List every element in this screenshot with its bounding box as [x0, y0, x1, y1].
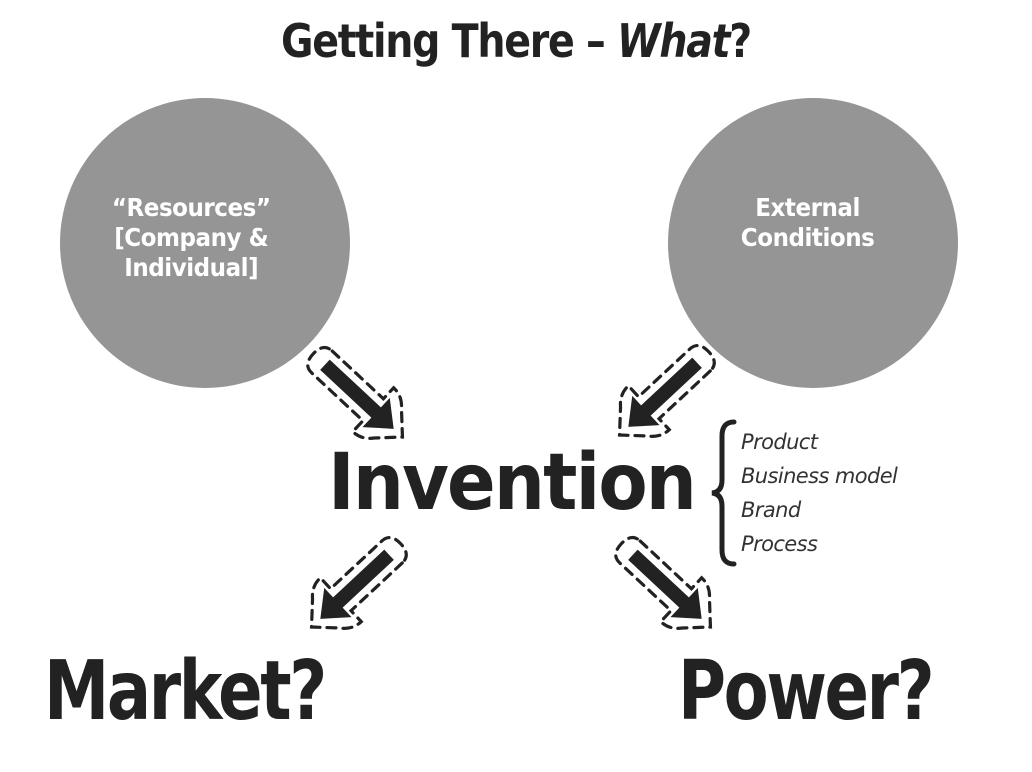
external-conditions-circle: External Conditions	[668, 98, 958, 388]
power-outcome-label: Power?	[678, 644, 935, 739]
facet-product: Product	[741, 430, 818, 454]
facet-process: Process	[741, 532, 818, 556]
resources-label-line-1: “Resources”	[111, 193, 271, 222]
facet-business-model: Business model	[741, 464, 898, 488]
title-emphasis: What	[617, 14, 731, 68]
resources-label-line-2: [Company &	[114, 223, 268, 252]
title-suffix: ?	[729, 14, 752, 68]
facet-brand: Brand	[741, 498, 801, 522]
resources-circle: “Resources” [Company & Individual]	[60, 98, 350, 388]
external-conditions-label-line-2: Conditions	[741, 223, 875, 252]
resources-label-line-3: Individual]	[124, 253, 258, 282]
curly-brace-icon	[711, 419, 737, 567]
page-title: Getting There – What?	[72, 14, 960, 68]
external-conditions-label-line-1: External	[755, 193, 861, 222]
title-prefix: Getting There –	[281, 14, 618, 68]
market-outcome-label: Market?	[44, 644, 327, 739]
arrow-invention-to-market-icon	[289, 520, 423, 651]
invention-label: Invention	[328, 438, 697, 528]
invention-facets-list: Product Business model Brand Process	[741, 425, 898, 561]
